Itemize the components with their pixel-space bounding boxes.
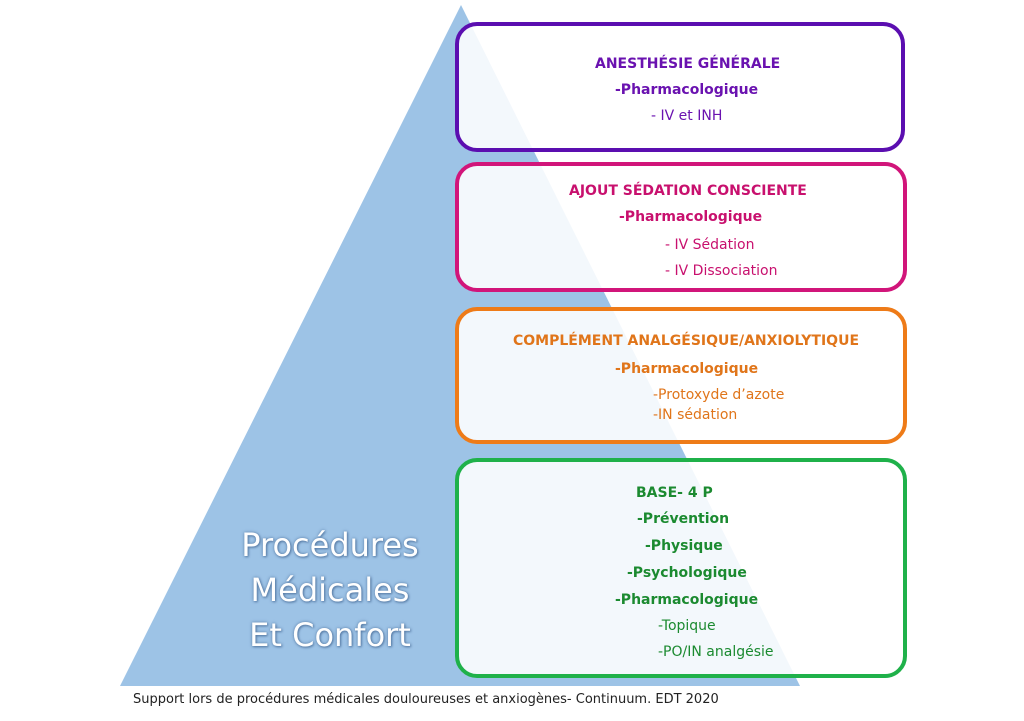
level-title: COMPLÉMENT ANALGÉSIQUE/ANXIOLYTIQUE [513, 333, 860, 349]
level-item: - IV Sédation [665, 237, 755, 253]
level-item: - IV Dissociation [665, 263, 778, 279]
level-conscious-sedation: AJOUT SÉDATION CONSCIENTE -Pharmacologiq… [455, 162, 907, 292]
level-point: -Physique [645, 538, 723, 554]
level-analgesic-complement: COMPLÉMENT ANALGÉSIQUE/ANXIOLYTIQUE -Pha… [455, 307, 907, 444]
level-title: ANESTHÉSIE GÉNÉRALE [595, 56, 781, 72]
level-subtitle: -Pharmacologique [615, 361, 759, 377]
level-item: - IV et INH [651, 108, 723, 124]
pyramid-title-line: Médicales [250, 571, 410, 609]
level-general-anesthesia: ANESTHÉSIE GÉNÉRALE -Pharmacologique - I… [455, 22, 905, 152]
level-subtitle: -Pharmacologique [619, 209, 763, 225]
level-item: -PO/IN analgésie [658, 644, 774, 660]
level-item: -IN sédation [653, 407, 738, 423]
level-point: -Pharmacologique [615, 592, 759, 608]
pyramid-title-line: Procédures [241, 526, 419, 564]
figure-caption: Support lors de procédures médicales dou… [133, 692, 719, 707]
pyramid-title-line: Et Confort [249, 616, 411, 654]
level-item: -Topique [658, 618, 716, 634]
level-point: -Psychologique [627, 565, 747, 581]
pyramid-title: Procédures Médicales Et Confort [205, 523, 455, 658]
level-title: BASE- 4 P [636, 485, 713, 501]
level-title: AJOUT SÉDATION CONSCIENTE [569, 183, 807, 199]
level-base-4p: BASE- 4 P -Prévention -Physique -Psychol… [455, 458, 907, 678]
level-item: -Protoxyde d’azote [653, 387, 785, 403]
level-subtitle: -Pharmacologique [615, 82, 759, 98]
level-point: -Prévention [637, 511, 730, 527]
